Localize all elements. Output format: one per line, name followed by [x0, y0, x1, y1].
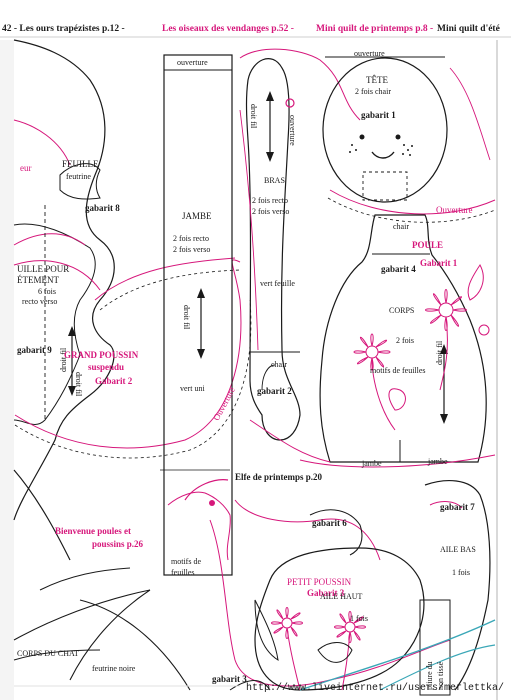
header-title-mini-quilt-printemps: Mini quilt de printemps p.8 -: [316, 24, 434, 34]
label-feuille: FEUILLE: [62, 159, 99, 169]
label-chair-bras: chair: [271, 360, 287, 369]
label-elfe-printemps: Elfe de printemps p.20: [235, 472, 323, 482]
label-poule: POULE: [412, 240, 444, 250]
label-droit-fil-left-2: droit fil: [74, 372, 83, 397]
label-tete-chair: 2 fois chair: [355, 87, 391, 96]
source-url: http://www.liveinternet.ru/users/merlett…: [246, 683, 505, 694]
label-jambe-verso: 2 fois verso: [173, 245, 211, 254]
label-corps-du-chat: CORPS DU CHAT: [17, 649, 79, 658]
label-droit-fil-bras: droit fil: [249, 104, 258, 129]
label-gabarit-1-magenta: Gabarit 1: [420, 258, 458, 268]
label-feutrine: feutrine: [66, 172, 91, 181]
label-vert-feuille: vert feuille: [260, 279, 295, 288]
label-motifs-de: motifs de: [171, 557, 201, 566]
label-suspendu: suspendu: [88, 362, 125, 372]
label-gabarit-2: gabarit 2: [257, 386, 292, 396]
label-jambe-right: jambe: [428, 457, 448, 466]
label-eur: eur: [20, 163, 32, 173]
header-title-oiseaux: Les oiseaux des vendanges p.52 -: [162, 24, 294, 34]
label-gabarit-3-magenta: Gabarit 3: [307, 588, 345, 598]
label-bras: BRAS: [264, 176, 285, 185]
label-bienvenue-2: poussins p.26: [92, 539, 144, 549]
label-petit-poussin: PETIT POUSSIN: [287, 577, 352, 587]
label-droit-fil-jambe: droit fil: [182, 305, 191, 330]
label-gabarit-7: gabarit 7: [440, 502, 475, 512]
label-gabarit-9: gabarit 9: [17, 345, 52, 355]
label-aile-bas-fois: 1 fois: [452, 568, 470, 577]
label-recto-verso: recto verso: [22, 297, 58, 306]
label-bras-recto: 2 fois recto: [252, 196, 288, 205]
label-corps-fois: 2 fois: [396, 336, 414, 345]
label-ouverture-bras: ouverture: [288, 115, 297, 146]
label-corps: CORPS: [389, 306, 415, 315]
label-grand-poussin: GRAND POUSSIN: [64, 350, 139, 360]
label-gabarit-8: gabarit 8: [85, 203, 120, 213]
label-chair-corps: chair: [393, 222, 409, 231]
label-bras-verso: 2 fois verso: [252, 207, 290, 216]
label-jambe: JAMBE: [182, 211, 212, 221]
label-jambe-left: jambe: [362, 459, 382, 468]
label-gabarit-4: gabarit 4: [381, 264, 416, 274]
header-title-ours: 42 - Les ours trapézistes p.12 -: [2, 24, 125, 34]
label-gabarit-6: gabarit 6: [312, 518, 347, 528]
label-feuilles: feuilles: [171, 568, 195, 577]
label-droit-fil-corps: droit fil: [435, 340, 444, 365]
label-aile-haut-fois: 1 fois: [350, 614, 368, 623]
label-feutrine-noire: feutrine noire: [92, 664, 136, 673]
label-aile-haut: AILE HAUT: [320, 592, 363, 601]
label-ouverture-jambe: ouverture: [177, 58, 208, 67]
label-jambe-recto: 2 fois recto: [173, 234, 209, 243]
label-ouverture-right: Ouverture: [436, 205, 473, 215]
label-gabarit-3: gabarit 3: [212, 674, 247, 684]
label-etement: ÉTEMENT: [17, 275, 59, 285]
label-6-fois: 6 fois: [38, 287, 56, 296]
label-tete: TÊTE: [366, 75, 388, 85]
label-vert-uni: vert uni: [180, 384, 205, 393]
label-motifs-feuilles: motifs de feuilles: [370, 366, 426, 375]
label-gabarit-1: gabarit 1: [361, 110, 396, 120]
label-bienvenue-1: Bienvenue poules et: [55, 526, 132, 536]
label-ouverture-tete: ouverture: [354, 49, 385, 58]
label-gabarit-2-magenta: Gabarit 2: [95, 376, 133, 386]
header-title-mini-quilt-ete: Mini quilt d'été: [437, 24, 500, 34]
label-aile-bas: AILE BAS: [440, 545, 476, 554]
label-feuille-pour: UILLE POUR: [17, 264, 70, 274]
